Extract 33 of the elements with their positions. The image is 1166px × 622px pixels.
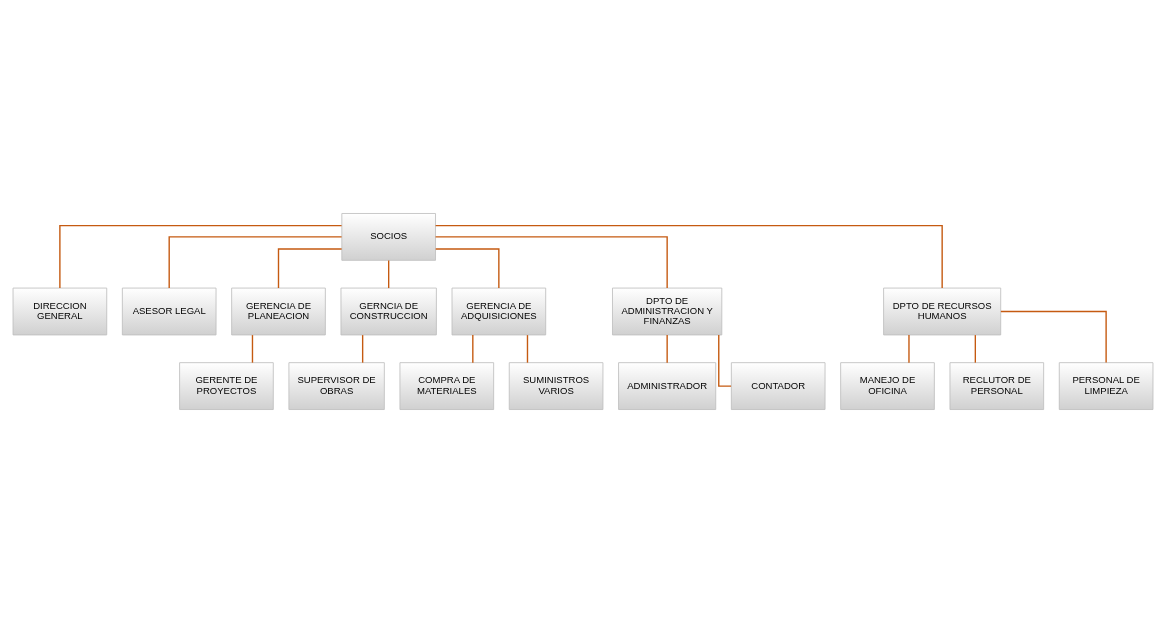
node-box: SUMINISTROS VARIOS <box>508 361 604 410</box>
connector <box>361 333 364 363</box>
node-box: ASESOR LEGAL <box>121 287 217 335</box>
connector <box>908 333 910 363</box>
connector <box>526 333 529 363</box>
connector <box>1000 310 1107 363</box>
connector <box>59 224 343 289</box>
node-box: GERENCIA DE ADQUISICIONES <box>451 287 547 335</box>
node-box: ADMINISTRADOR <box>618 361 717 410</box>
node-box: GERNCIA DE CONSTRUCCION <box>340 287 437 335</box>
node-box: SOCIOS <box>341 212 436 261</box>
node-box: PERSONAL DE LIMPIEZA <box>1058 361 1154 410</box>
node-box: GERENTE DE PROYECTOS <box>179 361 274 410</box>
connector <box>434 224 943 289</box>
connector <box>435 247 500 289</box>
node-box: MANEJO DE OFICINA <box>840 361 935 410</box>
node-box: DPTO DE ADMINISTRACION Y FINANZAS <box>612 287 723 335</box>
connector <box>168 235 343 289</box>
connector <box>434 235 668 289</box>
connector <box>974 333 977 363</box>
node-box: DIRECCION GENERAL <box>12 287 108 335</box>
connector <box>666 333 668 363</box>
node-box: RECLUTOR DE PERSONAL <box>949 361 1045 410</box>
connector <box>388 259 390 289</box>
connector <box>277 247 343 289</box>
node-box: COMPRA DE MATERIALES <box>399 361 495 410</box>
node-box: CONTADOR <box>730 361 826 410</box>
node-box: DPTO DE RECURSOS HUMANOS <box>883 287 1002 335</box>
node-box: SUPERVISOR DE OBRAS <box>288 361 385 410</box>
node-box: GERENCIA DE PLANEACION <box>231 287 326 335</box>
connector <box>472 333 474 363</box>
connector <box>718 333 732 387</box>
connector <box>251 333 254 363</box>
